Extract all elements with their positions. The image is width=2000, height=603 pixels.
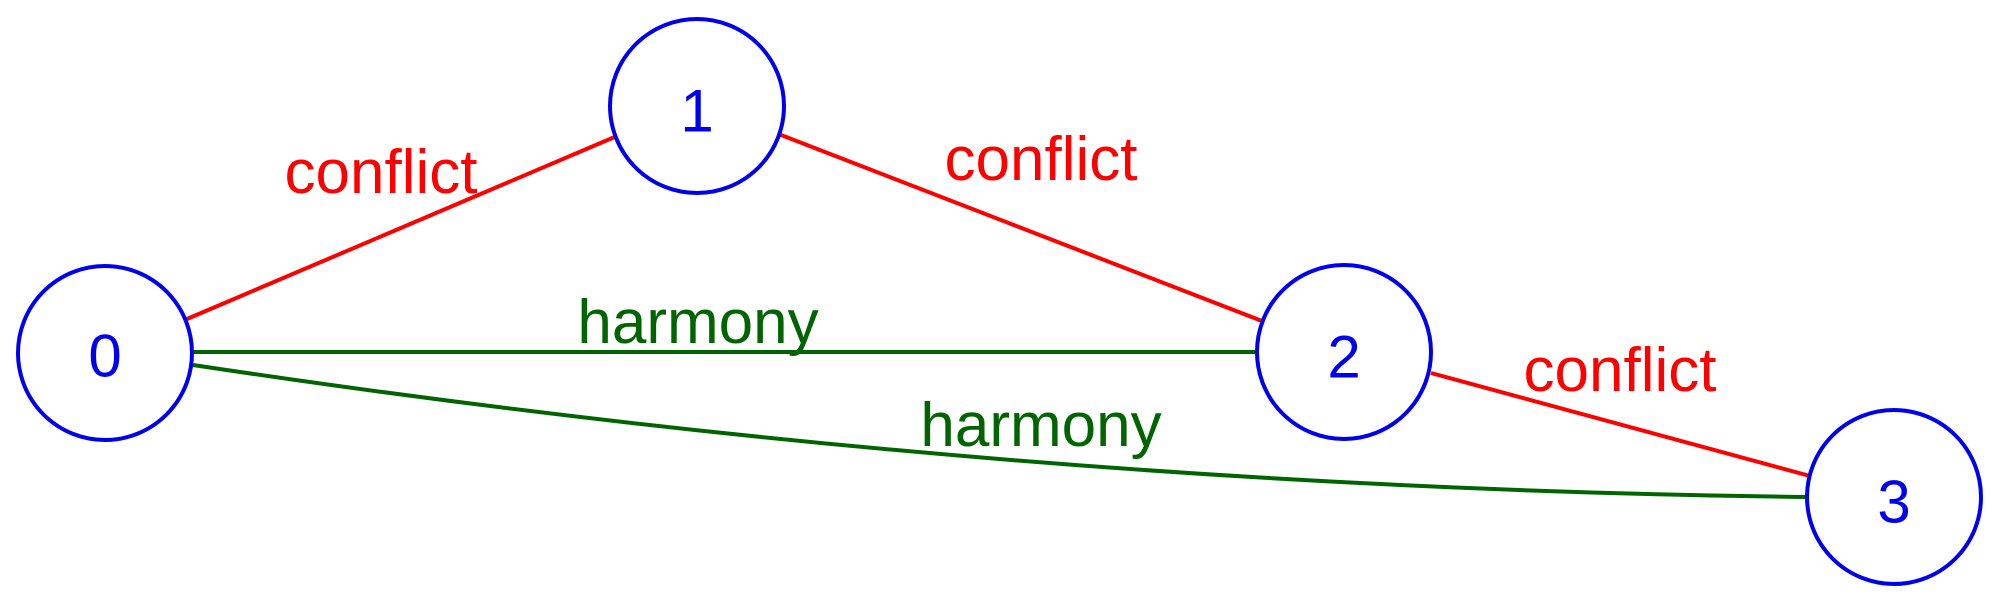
edge-label-0-1: conflict <box>285 138 478 207</box>
node-3-label: 3 <box>1877 469 1910 536</box>
edge-label-1-2: conflict <box>945 125 1138 194</box>
node-0: 0 <box>16 264 194 442</box>
node-0-circle <box>16 264 194 442</box>
edge-2-3 <box>1430 371 1811 478</box>
edge-label-0-2: harmony <box>577 288 818 357</box>
node-1-circle <box>608 17 786 195</box>
node-2-circle <box>1255 263 1433 441</box>
node-2-label: 2 <box>1327 324 1360 391</box>
edge-0-3 <box>192 363 1809 499</box>
edge-label-2-3: conflict <box>1524 336 1717 405</box>
node-3: 3 <box>1805 408 1983 586</box>
node-1-label: 1 <box>680 78 713 145</box>
node-0-label: 0 <box>88 323 121 390</box>
edge-label-0-3: harmony <box>920 391 1161 460</box>
node-3-circle <box>1805 408 1983 586</box>
node-2: 2 <box>1255 263 1433 441</box>
edge-0-1 <box>186 134 618 321</box>
edge-1-2 <box>780 133 1263 323</box>
node-1: 1 <box>608 17 786 195</box>
